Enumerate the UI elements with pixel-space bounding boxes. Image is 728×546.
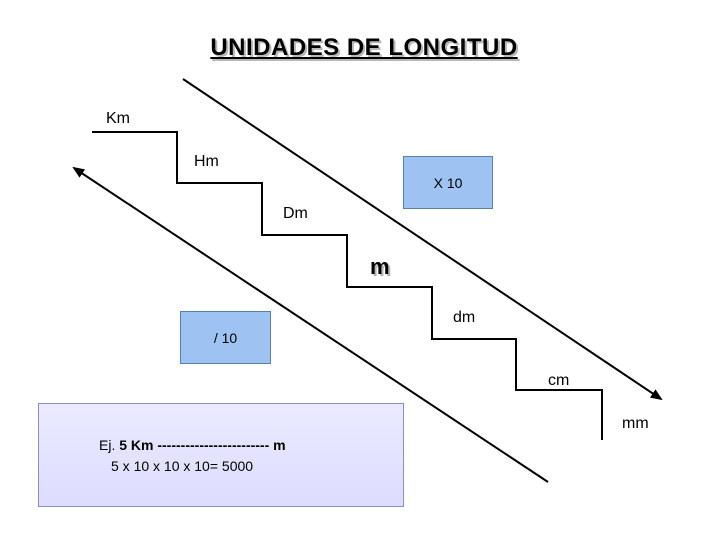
unit-label-dm: dm (453, 309, 476, 326)
unit-label-km: Km (106, 110, 130, 127)
unit-label-m: m (370, 254, 390, 279)
unit-label-hm: Hm (194, 153, 219, 170)
example-calculation: 5 x 10 x 10 x 10= 5000 (111, 458, 254, 474)
divide-arrow (72, 166, 549, 483)
multiply-label: X 10 (433, 174, 463, 191)
multiply-box: X 10 (403, 156, 493, 209)
page-title: UNIDADES DE LONGITUD (210, 34, 518, 61)
divide-box: / 10 (180, 311, 271, 364)
unit-label-mm: mm (622, 415, 649, 432)
example-prefix: Ej. (99, 437, 116, 453)
unit-label-dam: Dm (283, 205, 308, 222)
multiply-arrow (182, 78, 663, 401)
staircase-steps (92, 131, 603, 440)
divide-label: / 10 (213, 329, 238, 346)
example-box: Ej. 5 Km ------------------------ m 5 x … (38, 403, 404, 507)
example-value: 5 Km (119, 437, 154, 453)
example-line: Ej. 5 Km ------------------------ m (99, 437, 286, 453)
example-dashes: ------------------------ (157, 437, 270, 453)
example-target: m (273, 437, 286, 453)
unit-label-cm: cm (548, 372, 570, 389)
